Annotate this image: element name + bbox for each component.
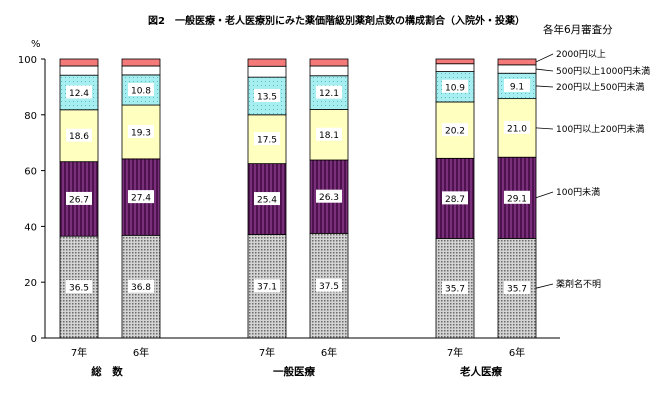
legend-label: 薬剤名不明: [556, 278, 601, 290]
value-label: 37.5: [319, 282, 339, 292]
value-label: 18.1: [319, 131, 339, 141]
value-label: 19.3: [131, 128, 151, 138]
callout-line: [535, 53, 554, 63]
value-label: 10.8: [131, 86, 151, 96]
value-label-bg: [128, 82, 154, 96]
value-label: 29.1: [507, 194, 527, 204]
x-tick-label: 7年: [259, 346, 275, 359]
value-label: 26.7: [69, 195, 89, 205]
value-label-bg: [316, 278, 342, 292]
value-label: 27.4: [131, 194, 151, 204]
x-tick-label: 6年: [509, 346, 525, 359]
bar-segment: [247, 58, 287, 67]
legend-label: 500円以上1000円未満: [556, 65, 650, 77]
value-label: 37.1: [257, 283, 277, 293]
bar-segment: [435, 63, 475, 72]
y-axis-unit: %: [31, 39, 41, 50]
value-label-bg: [128, 124, 154, 138]
bar-segment: [121, 58, 161, 67]
value-label: 28.7: [445, 195, 465, 205]
y-tick-label: 40: [24, 222, 37, 233]
legend-label: 100円以上200円未満: [556, 123, 644, 135]
value-label: 26.3: [319, 193, 339, 203]
chart-title: 図2 一般医療・老人医療別にみた薬価階級別薬剤点数の構成割合（入院外・投薬）: [148, 14, 525, 27]
value-label: 25.4: [257, 196, 277, 206]
value-label-bg: [442, 123, 468, 137]
value-label-bg: [442, 281, 468, 295]
callout-line: [535, 191, 554, 199]
value-label-bg: [442, 191, 468, 205]
value-label-bg: [316, 127, 342, 141]
bar-segment: [59, 65, 99, 76]
legend-label: 100円未満: [556, 186, 600, 198]
value-label-bg: [504, 120, 530, 134]
group-label: 総 数: [91, 365, 123, 378]
legend-label: 200円以上500円未満: [556, 81, 644, 93]
value-label: 20.2: [445, 127, 465, 137]
x-tick-label: 7年: [71, 346, 87, 359]
value-label-bg: [504, 190, 530, 204]
callout-line: [535, 127, 554, 130]
value-label-bg: [254, 192, 280, 206]
value-label-bg: [442, 79, 468, 93]
bar-segment: [497, 58, 537, 66]
value-label-bg: [316, 85, 342, 99]
callout-line: [535, 68, 554, 72]
value-label-bg: [254, 88, 280, 102]
value-label-bg: [66, 128, 92, 142]
value-label-bg: [504, 281, 530, 295]
value-label-bg: [66, 85, 92, 99]
value-label: 35.7: [445, 285, 465, 295]
value-label-bg: [66, 191, 92, 205]
value-label-bg: [128, 190, 154, 204]
x-tick-label: 6年: [321, 346, 337, 359]
value-label: 13.5: [257, 92, 277, 102]
legend-callouts: 薬剤名不明 100円未満 100円以上200円未満 200円以上500円未満 500円以…: [535, 49, 650, 290]
value-label: 9.1: [510, 82, 524, 92]
bar-segment: [309, 58, 349, 67]
group-label: 老人医療: [459, 365, 502, 378]
value-label-bg: [254, 279, 280, 293]
value-label-bg: [254, 132, 280, 146]
y-tick-label: 0: [31, 334, 37, 345]
callout-line: [535, 85, 554, 88]
bar-segment: [247, 65, 287, 78]
group-label: 一般医療: [273, 365, 315, 378]
bar-segment: [59, 58, 99, 67]
bar-segment: [435, 58, 475, 65]
x-tick-label: 6年: [133, 346, 149, 359]
value-label: 36.8: [131, 283, 151, 293]
value-label-bg: [66, 280, 92, 294]
value-label-bg: [316, 189, 342, 203]
x-tick-label: 7年: [447, 346, 463, 359]
value-label: 18.6: [69, 132, 89, 142]
value-label: 17.5: [257, 136, 277, 146]
y-tick-label: 100: [18, 55, 37, 66]
value-label: 36.5: [69, 284, 89, 294]
y-tick-label: 60: [24, 167, 37, 178]
value-label: 12.1: [319, 89, 339, 99]
bar-segment: [497, 64, 537, 74]
value-label-bg: [504, 78, 530, 92]
value-label-bg: [128, 279, 154, 293]
axes: 0 20 40 60 80 100: [18, 55, 560, 345]
survey-note: 各年6月審査分: [543, 23, 613, 36]
value-label: 21.0: [507, 124, 527, 134]
value-label: 10.9: [445, 83, 465, 93]
bar-segment: [121, 65, 161, 76]
value-label: 12.4: [69, 89, 89, 99]
legend-label: 2000円以上: [556, 49, 606, 60]
y-tick-label: 80: [24, 111, 37, 122]
value-label: 35.7: [507, 285, 527, 295]
bars-layer: 36.5 26.7 18.6 12.4 36.8 27.4 19.3 10.8 37.1 25.4…: [59, 58, 537, 378]
y-tick-label: 20: [24, 278, 37, 289]
bar-segment: [309, 65, 349, 77]
callout-line: [535, 283, 554, 289]
